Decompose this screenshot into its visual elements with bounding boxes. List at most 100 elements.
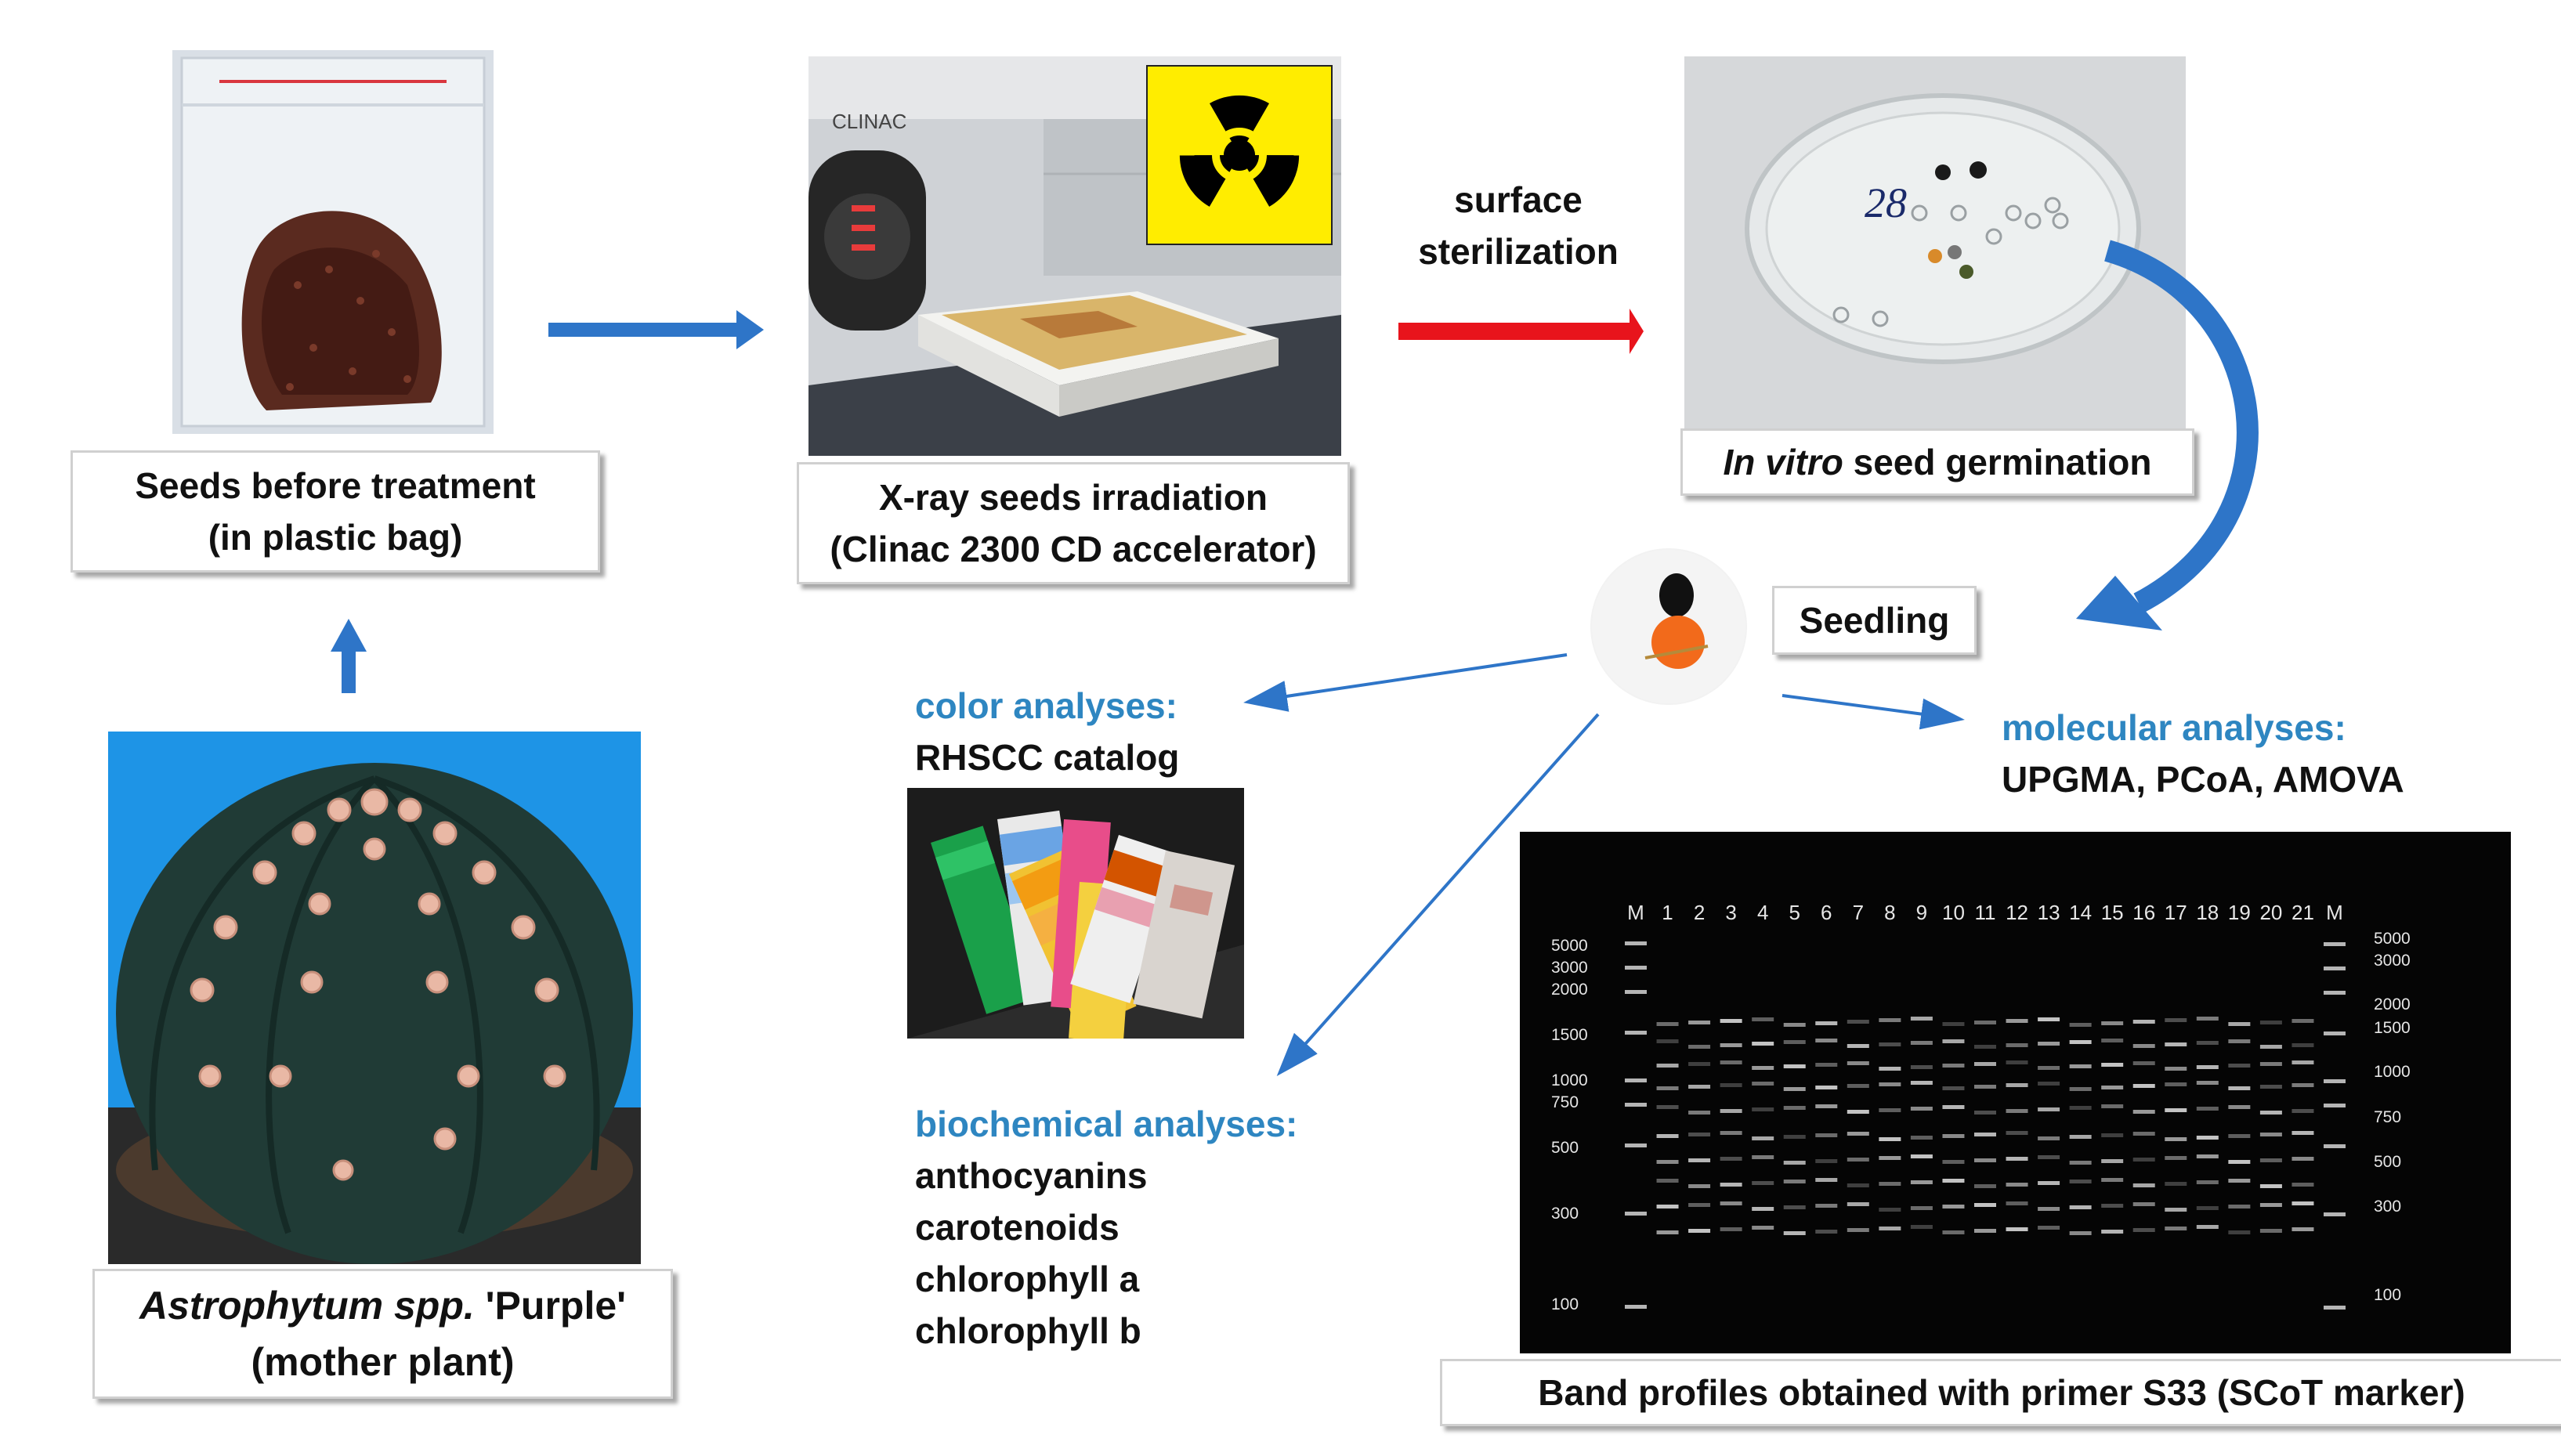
gel-right-ladder-label: 100 bbox=[2374, 1286, 2401, 1304]
gel-lane-label: 3 bbox=[1725, 901, 1736, 924]
gel-right-ladder-label: 1500 bbox=[2374, 1019, 2411, 1037]
gel-band bbox=[2165, 1018, 2187, 1022]
gel-band bbox=[1879, 1018, 1901, 1022]
gel-band bbox=[1783, 1064, 1806, 1068]
gel-right-ladder-label: 500 bbox=[2374, 1153, 2401, 1171]
gel-band bbox=[1847, 1202, 1869, 1206]
gel-band bbox=[2292, 1201, 2314, 1205]
gel-lane-label: 18 bbox=[2196, 901, 2219, 924]
gel-band bbox=[1847, 1132, 1869, 1136]
gel-band bbox=[2132, 1110, 2155, 1114]
arrow-germination-to-seedling bbox=[2076, 240, 2259, 630]
gel-band bbox=[1847, 1110, 1869, 1114]
gel-lane-label: 19 bbox=[2228, 901, 2251, 924]
gel-band bbox=[1720, 1201, 1742, 1205]
gel-band bbox=[2324, 1144, 2346, 1148]
gel-band bbox=[2038, 1226, 2060, 1230]
molecular-analyses-subtitle: UPGMA, PCoA, AMOVA bbox=[2002, 759, 2404, 800]
gel-band bbox=[1625, 1031, 1647, 1035]
gel-band bbox=[1720, 1109, 1742, 1113]
gel-band bbox=[2228, 1230, 2251, 1234]
gel-band bbox=[2196, 1180, 2219, 1184]
gel-lane-label: 17 bbox=[2165, 901, 2187, 924]
gel-band bbox=[2228, 1022, 2251, 1026]
gel-band bbox=[2006, 1060, 2028, 1064]
biochemical-item: carotenoids bbox=[915, 1207, 1120, 1248]
xray-caption-line2: (Clinac 2300 CD accelerator) bbox=[830, 529, 1317, 569]
gel-band bbox=[1688, 1045, 1711, 1049]
seeds-bag-photo bbox=[172, 50, 494, 434]
gel-band bbox=[2132, 1020, 2155, 1024]
gel-band bbox=[2324, 1212, 2346, 1216]
gel-band bbox=[1656, 1022, 1679, 1026]
gel-band bbox=[1910, 1180, 1933, 1184]
gel-band bbox=[1879, 1208, 1901, 1212]
gel-band bbox=[2292, 1183, 2314, 1187]
gel-band bbox=[2228, 1105, 2251, 1109]
gel-band bbox=[1942, 1134, 1965, 1138]
gel-band bbox=[1752, 1017, 1774, 1021]
color-analyses-title: color analyses: bbox=[915, 685, 1177, 726]
gel-band bbox=[2292, 1131, 2314, 1135]
gel-band bbox=[1752, 1226, 1774, 1230]
biochemical-item: anthocyanins bbox=[915, 1155, 1148, 1196]
gel-band bbox=[1752, 1066, 1774, 1070]
mother-caption-rest: 'Purple' bbox=[474, 1284, 627, 1328]
gel-lane-label: 14 bbox=[2069, 901, 2092, 924]
gel-lane-label: 6 bbox=[1821, 901, 1832, 924]
gel-band bbox=[1625, 1078, 1647, 1082]
arrow-to-molecular bbox=[1781, 694, 1965, 730]
gel-band bbox=[2038, 1066, 2060, 1070]
gel-band bbox=[2038, 1181, 2060, 1185]
gel-band bbox=[2069, 1231, 2092, 1235]
gel-band bbox=[1656, 1105, 1679, 1109]
gel-band bbox=[1720, 1043, 1742, 1047]
gel-band bbox=[1815, 1086, 1838, 1089]
seedling-photo bbox=[1590, 548, 1747, 705]
gel-band bbox=[2165, 1108, 2187, 1112]
gel-band bbox=[2006, 1157, 2028, 1161]
gel-band bbox=[1625, 1103, 1647, 1107]
gel-band bbox=[2165, 1042, 2187, 1046]
gel-band bbox=[2038, 1082, 2060, 1086]
seeds-caption-line1: Seeds before treatment bbox=[135, 465, 536, 506]
gel-band bbox=[1688, 1203, 1711, 1207]
gel-band bbox=[2132, 1084, 2155, 1088]
gel-band bbox=[1942, 1160, 1965, 1164]
gel-lane-label: 2 bbox=[1694, 901, 1705, 924]
gel-band bbox=[2292, 1060, 2314, 1064]
mother-caption-line1: Astrophytum spp. 'Purple' bbox=[139, 1277, 626, 1334]
gel-lane-label: 11 bbox=[1975, 901, 1996, 924]
mother-caption-line2: (mother plant) bbox=[251, 1340, 515, 1384]
gel-band bbox=[1815, 1178, 1838, 1182]
gel-band bbox=[2069, 1040, 2092, 1044]
gel-band bbox=[1815, 1039, 1838, 1042]
gel-band bbox=[2196, 1225, 2219, 1229]
gel-band bbox=[2165, 1182, 2187, 1186]
gel-band bbox=[2132, 1228, 2155, 1232]
gel-band bbox=[2259, 1158, 2282, 1162]
gel-band bbox=[2101, 1204, 2124, 1208]
machine-label: CLINAC bbox=[832, 110, 906, 133]
gel-band bbox=[2069, 1087, 2092, 1091]
gel-band bbox=[2101, 1021, 2124, 1025]
gel-band bbox=[2101, 1159, 2124, 1163]
gel-band bbox=[1688, 1133, 1711, 1136]
gel-band bbox=[1752, 1107, 1774, 1111]
gel-band bbox=[2196, 1081, 2219, 1085]
gel-band bbox=[2259, 1085, 2282, 1089]
seeds-caption-line2: (in plastic bag) bbox=[208, 517, 463, 558]
gel-band bbox=[2101, 1063, 2124, 1067]
gel-band bbox=[1752, 1207, 1774, 1211]
gel-band bbox=[1879, 1156, 1901, 1160]
gel-band bbox=[2196, 1041, 2219, 1045]
gel-band bbox=[1847, 1061, 1869, 1065]
gel-band bbox=[1879, 1108, 1901, 1112]
gel-band bbox=[1625, 941, 1647, 945]
gel-band bbox=[2132, 1132, 2155, 1136]
gel-band bbox=[2165, 1137, 2187, 1141]
mother-caption: Astrophytum spp. 'Purple' (mother plant) bbox=[92, 1269, 673, 1399]
gel-band bbox=[1910, 1065, 1933, 1069]
gel-band bbox=[1974, 1021, 1996, 1024]
